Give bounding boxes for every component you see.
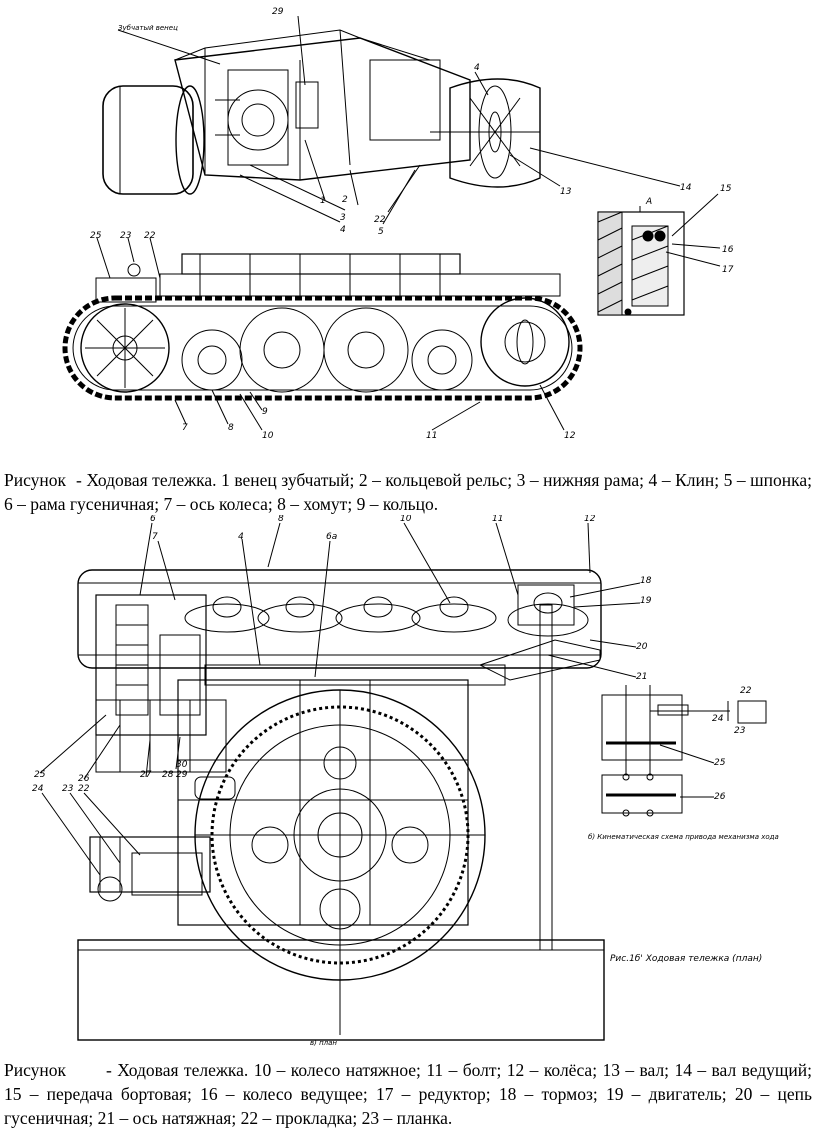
crawler-bogie-drawing-top: Зубчатый венец 29 1 2 3 4 5 22 13 14 A 1… [0,0,816,445]
section-detail-a [597,193,721,316]
label-28: 28 [162,770,174,780]
label-21: 21 [636,672,647,682]
label-29: 29 [272,7,284,17]
label-22-left: 22 [78,784,90,794]
caption-1-text: - Ходовая тележка. 1 венец зубчатый; 2 –… [4,470,812,514]
label-19: 19 [640,596,652,606]
label-6: 6 [150,515,156,524]
crawler-bogie-drawing-plan: 6 7 8 4 6а 10 11 12 18 19 20 21 22 24 23… [0,515,816,1050]
label-8: 8 [278,515,284,524]
note-bottom: в) план [310,1039,337,1047]
label-25-right: 25 [714,758,726,768]
label-12: 12 [564,431,576,441]
label-24-left: 24 [32,784,44,794]
label-15: 15 [720,184,732,194]
label-14: 14 [680,183,692,193]
label-13: 13 [560,187,572,197]
label-20: 20 [636,642,648,652]
label-26: 26 [78,774,90,784]
label-22: 22 [144,231,156,241]
label-11: 11 [492,515,503,524]
note-kinematic-scheme: б) Кинематическая схема привода механизм… [588,833,779,841]
label-10: 10 [262,431,274,441]
label-4-right: 4 [474,63,480,73]
figure-caption-2: Рисунок- Ходовая тележка. 10 – колесо на… [4,1058,812,1130]
label-8: 8 [228,423,234,433]
label-2: 2 [342,195,348,205]
label-9: 9 [262,407,268,417]
note-plan: Рис.1б' Ходовая тележка (план) [610,954,762,964]
label-16: 16 [722,245,734,255]
caption-2-word: Рисунок [4,1060,67,1080]
label-30: 30 [176,760,188,770]
perspective-view [102,15,681,225]
label-10: 10 [400,515,412,524]
label-22-top: 22 [374,215,386,225]
label-5: 5 [378,227,384,237]
label-25: 25 [90,231,102,241]
figure-caption-1: Рисунок- Ходовая тележка. 1 венец зубчат… [4,468,812,516]
label-22: 22 [740,686,752,696]
label-4: 4 [238,532,244,542]
label-7: 7 [152,532,158,542]
label-17: 17 [722,265,734,275]
label-24: 24 [712,714,724,724]
label-23: 23 [120,231,132,241]
label-23-left: 23 [62,784,74,794]
crawler-side-view [62,237,583,431]
label-4: 4 [340,225,346,235]
label-23: 23 [734,726,746,736]
label-a: A [645,197,652,207]
caption-1-word: Рисунок [4,470,67,490]
label-12: 12 [584,515,596,524]
label-18: 18 [640,576,652,586]
plan-view [39,522,767,1041]
label-11: 11 [426,431,437,441]
label-26-right: 26 [714,792,726,802]
label-7: 7 [182,423,188,433]
label-6a: 6а [326,532,337,542]
label-gear-rim: Зубчатый венец [118,24,178,32]
label-1: 1 [320,196,326,206]
label-29: 29 [176,770,188,780]
label-27: 27 [140,770,152,780]
label-25: 25 [34,770,46,780]
caption-2-text: - Ходовая тележка. 10 – колесо натяжное;… [4,1060,812,1128]
label-3: 3 [340,213,346,223]
